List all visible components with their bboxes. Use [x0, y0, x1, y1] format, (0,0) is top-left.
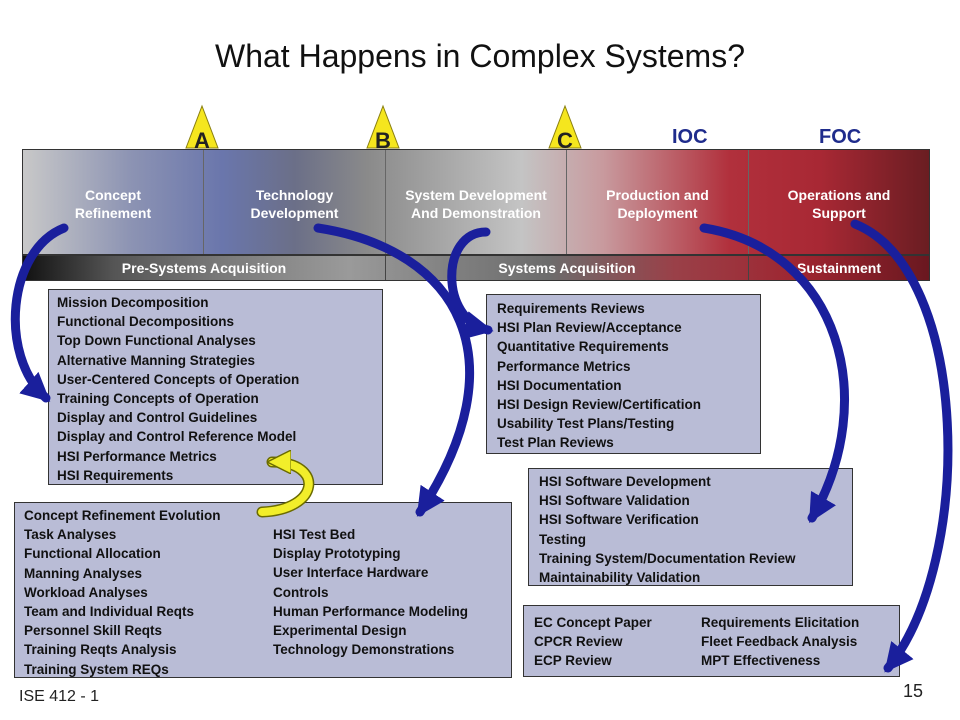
activity-item: MPT Effectiveness [701, 653, 821, 669]
activity-item: Personnel Skill Reqts [24, 623, 163, 639]
activity-item: Workload Analyses [24, 584, 148, 600]
operations-activities-left: EC Concept Paper CPCR Review ECP Review [534, 613, 652, 671]
arrow-technology-to-box [313, 223, 474, 517]
acquisition-sustainment: Sustainment [796, 260, 881, 276]
arrow-system-dev-to-box [447, 227, 494, 340]
arrow-concept-to-box [10, 223, 69, 403]
activity-item: Functional Allocation [24, 546, 161, 562]
operations-activities-box: EC Concept Paper CPCR Review ECP Review … [523, 605, 900, 677]
activity-item: Training System REQs [24, 661, 169, 677]
activity-item: User Interface Hardware [273, 565, 429, 581]
activity-item: Display Prototyping [273, 546, 401, 562]
activity-item: Training System/Documentation Review [539, 550, 796, 566]
acquisition-pre-systems: Pre-Systems Acquisition [23, 256, 386, 280]
phase-operations-support: Operations and Support [749, 150, 929, 254]
activity-item: Requirements Elicitation [701, 615, 860, 630]
activity-item: Alternative Manning Strategies [57, 352, 256, 368]
phase-concept-refinement: Concept Refinement [23, 150, 204, 254]
activity-item: Quantitative Requirements [497, 339, 669, 355]
activity-item: HSI Requirements [57, 467, 174, 483]
activity-item: Technology Demonstrations [273, 642, 455, 658]
arrow-production-to-box [699, 223, 849, 523]
acquisition-systems: Systems Acquisition [386, 256, 749, 280]
activity-item: HSI Test Bed [273, 527, 356, 542]
arrow-operations-to-box [850, 219, 953, 673]
activity-item: Requirements Reviews [497, 301, 645, 316]
activity-item: Fleet Feedback Analysis [701, 634, 858, 650]
activity-item: HSI Design Review/Certification [497, 397, 702, 413]
activity-item: Team and Individual Reqts [24, 604, 195, 620]
activity-item: EC Concept Paper [534, 615, 652, 630]
activity-item: Display and Control Guidelines [57, 410, 258, 426]
activity-item: Human Performance Modeling [273, 603, 469, 619]
activity-item: Training Reqts Analysis [24, 642, 177, 658]
milestone-c-triangle [548, 104, 582, 149]
phase-label: Technology Development [250, 187, 339, 221]
milestone-a-triangle [185, 104, 219, 149]
milestone-b-triangle [366, 104, 400, 149]
activity-item: Top Down Functional Analyses [57, 333, 256, 349]
phase-label: Production and Deployment [606, 187, 709, 221]
activity-item: Mission Decomposition [57, 295, 209, 310]
phase-bar: Concept Refinement Technology Developmen… [22, 149, 930, 255]
activity-item: User-Centered Concepts of Operation [57, 371, 300, 387]
activity-item: Testing [539, 531, 586, 547]
technology-activities-left: Concept Refinement Evolution Task Analys… [24, 506, 221, 679]
phase-system-development: System Development And Demonstration [386, 150, 567, 254]
activity-item: Controls [273, 584, 329, 600]
activity-item: HSI Software Validation [539, 493, 690, 509]
milestone-b-label: B [375, 128, 391, 153]
page-number: 15 [903, 681, 924, 701]
activity-item: HSI Performance Metrics [57, 448, 217, 464]
concept-activities-box: Mission Decomposition Functional Decompo… [48, 289, 383, 485]
phase-label: Concept Refinement [74, 187, 152, 221]
course-code: ISE 412 - 1 [19, 688, 100, 705]
milestone-ioc-label: IOC [672, 126, 708, 148]
system-development-activities-box: Requirements Reviews HSI Plan Review/Acc… [486, 294, 761, 454]
activity-item: Training Concepts of Operation [57, 391, 259, 407]
technology-activities-right: HSI Test Bed Display Prototyping User In… [273, 525, 468, 659]
phase-technology-development: Technology Development [204, 150, 386, 254]
phase-production-deployment: Production and Deployment [567, 150, 749, 254]
activity-item: HSI Plan Review/Acceptance [497, 320, 682, 336]
activity-item: Display and Control Reference Model [57, 429, 297, 445]
activity-item: Task Analyses [24, 527, 117, 543]
technology-activities-box: Concept Refinement Evolution Task Analys… [14, 502, 512, 678]
activity-item: Usability Test Plans/Testing [497, 416, 675, 432]
milestone-a-label: A [194, 128, 210, 153]
phase-label: Operations and Support [787, 187, 891, 221]
activity-item: ECP Review [534, 653, 612, 669]
activity-item: CPCR Review [534, 634, 623, 650]
operations-activities-right: Requirements Elicitation Fleet Feedback … [701, 613, 859, 671]
milestone-foc-label: FOC [819, 126, 862, 148]
activity-item: HSI Documentation [497, 377, 622, 393]
phase-label: System Development And Demonstration [405, 187, 547, 221]
activity-item: Functional Decompositions [57, 314, 235, 330]
activity-item: Performance Metrics [497, 358, 631, 374]
activity-item: HSI Software Verification [539, 512, 699, 528]
activity-item: Manning Analyses [24, 565, 143, 581]
page-title: What Happens in Complex Systems? [215, 38, 745, 74]
activity-item: Concept Refinement Evolution [24, 508, 221, 523]
activity-item: HSI Software Development [539, 474, 711, 489]
activity-item: Maintainability Validation [539, 570, 701, 586]
activity-item: Test Plan Reviews [497, 435, 614, 451]
acquisition-bar: Pre-Systems Acquisition Systems Acquisit… [22, 255, 930, 281]
milestone-c-label: C [557, 128, 573, 153]
activity-item: Experimental Design [273, 623, 407, 639]
production-activities-box: HSI Software Development HSI Software Va… [528, 468, 853, 586]
